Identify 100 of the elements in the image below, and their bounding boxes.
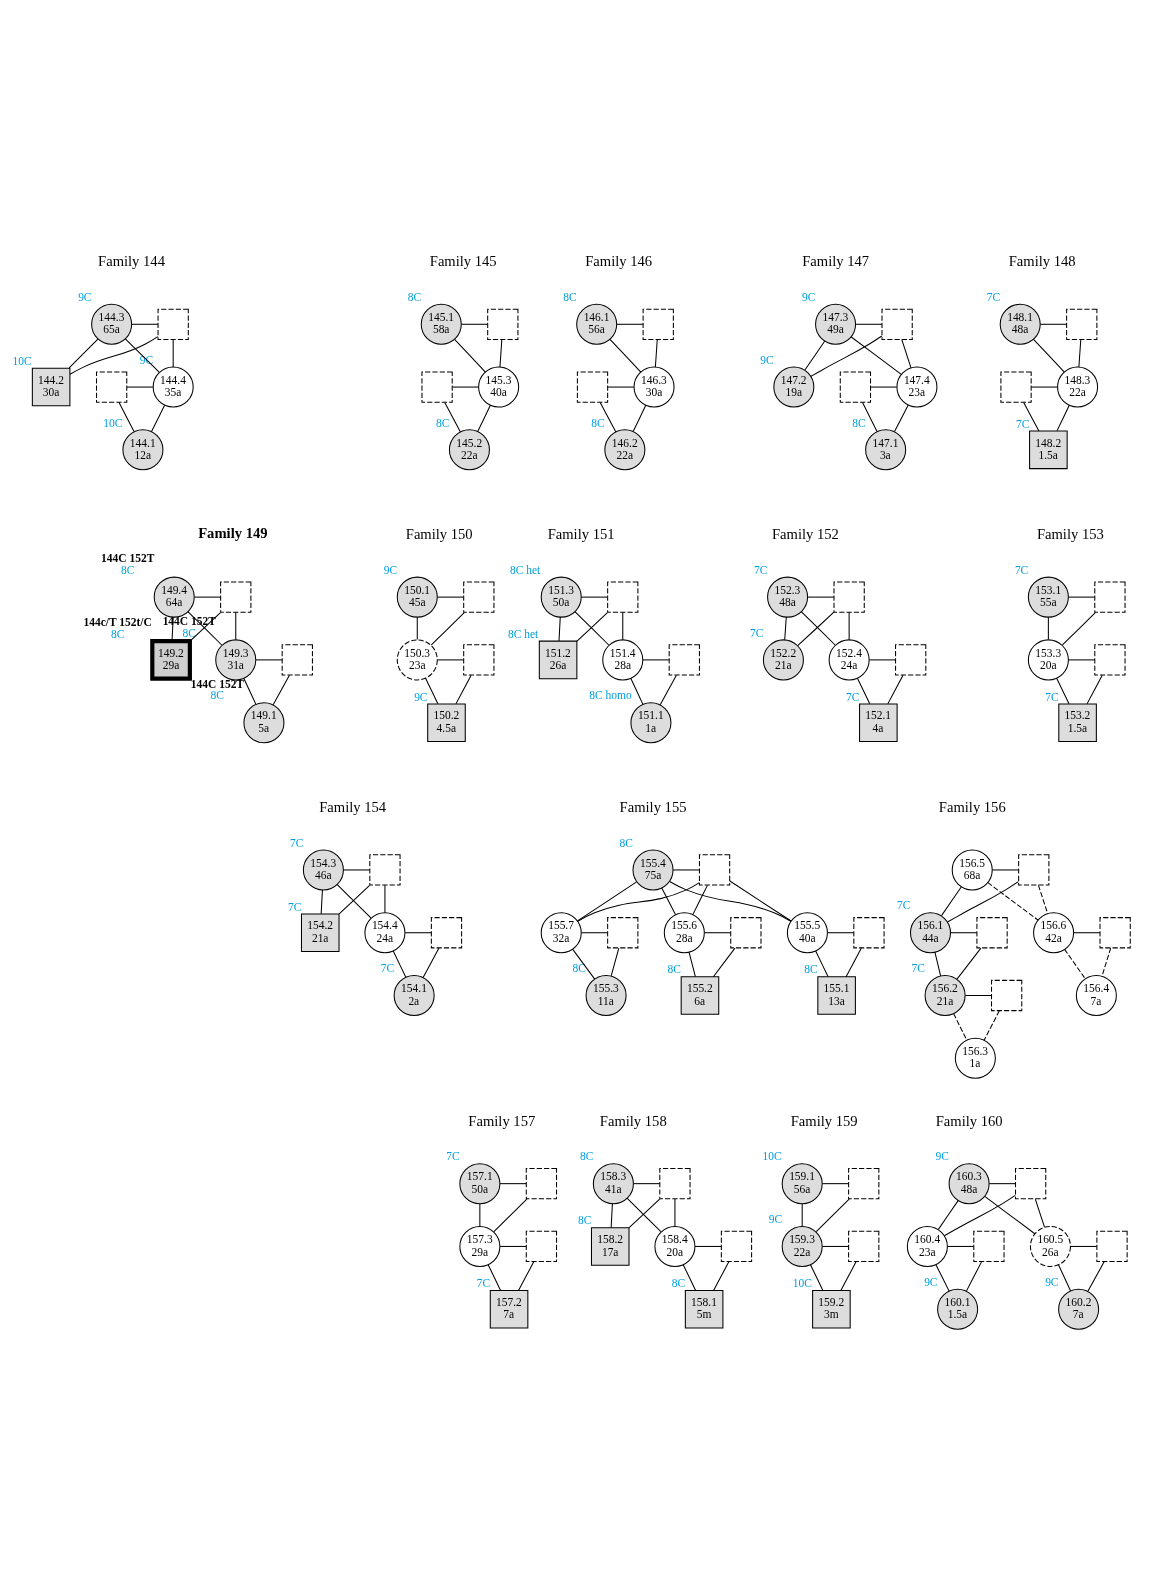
label: Family 149 (198, 525, 268, 542)
node-box: 153.2 1.5a (1058, 703, 1097, 742)
connector (704, 932, 732, 934)
node-circle: 147.3 49a (815, 303, 857, 345)
connector (69, 336, 159, 375)
node-box (487, 308, 519, 340)
node-label: 8C (572, 962, 586, 975)
label: Family 148 (1008, 253, 1076, 270)
node-box (1066, 308, 1098, 340)
node-box (607, 917, 639, 949)
node-label: 7C (911, 962, 926, 975)
node-circle: 160.2 7a (1058, 1288, 1100, 1330)
node-box (1094, 581, 1126, 613)
connector (436, 659, 465, 661)
connector (983, 1010, 1000, 1041)
connector (956, 947, 982, 980)
node-label: 7C (846, 690, 860, 703)
node-box (853, 917, 885, 949)
node-label: 9C (383, 563, 398, 576)
node-label: 8C het (508, 627, 539, 640)
node-label: 8C (804, 963, 818, 976)
connector (1023, 401, 1040, 432)
node-box (698, 854, 731, 886)
node-box (1096, 1230, 1128, 1263)
connector (193, 596, 222, 598)
node-box: 155.1 13a (817, 976, 856, 1015)
connector (392, 950, 407, 978)
node-circle: 156.1 44a (909, 912, 951, 954)
node-label: 8C (120, 563, 135, 576)
connector (729, 880, 792, 922)
node-label: 8C (667, 963, 682, 976)
connector (870, 386, 898, 388)
connector (947, 1245, 975, 1247)
node-circle: 155.3 11a (585, 975, 627, 1017)
node-label: 8C (577, 1214, 592, 1227)
node-box (607, 581, 639, 613)
node-label: 9C (1045, 1275, 1059, 1288)
connector (713, 1261, 730, 1291)
connector (1037, 884, 1049, 914)
node-label: 8C (563, 291, 577, 304)
connector (654, 339, 658, 368)
connector (672, 869, 700, 871)
node-box (833, 581, 865, 613)
node-label: 9C (78, 291, 92, 304)
label: Family 157 (468, 1112, 536, 1129)
label: Family 156 (938, 799, 1006, 816)
node-label: 10C (792, 1277, 812, 1290)
node-circle: 157.3 29a (459, 1225, 501, 1267)
node-box (1099, 917, 1131, 949)
connector (937, 1200, 959, 1230)
connector (499, 1245, 527, 1247)
connector (518, 1261, 535, 1291)
node-box (848, 1168, 880, 1200)
node-box: 148.2 1.5a (1029, 430, 1068, 470)
node-label: 8C (579, 1150, 594, 1163)
connector (150, 404, 166, 433)
node-box (659, 1168, 691, 1200)
connector (659, 674, 677, 706)
node-label: 8C (182, 626, 196, 639)
node-box: 149.2 29a (150, 639, 192, 681)
connector (425, 677, 439, 705)
node-box (848, 1230, 880, 1263)
connector (946, 881, 1019, 923)
node-circle: 160.3 48a (948, 1163, 990, 1205)
node-circle: 155.7 32a (540, 912, 582, 954)
connector (272, 674, 290, 706)
connector (124, 338, 160, 373)
node-circle: 147.1 3a (865, 429, 907, 471)
node-label: 8C (619, 836, 633, 849)
connector (807, 596, 835, 598)
node-circle: 156.6 42a (1033, 912, 1075, 954)
connector (784, 616, 787, 641)
node-circle: 159.3 22a (781, 1225, 823, 1267)
node-circle: 160.4 23a (906, 1225, 948, 1267)
node-label: 144C 152T (101, 552, 155, 565)
node-circle: 156.3 1a (954, 1037, 996, 1079)
node-box: 152.1 4a (859, 703, 898, 742)
connector (1056, 404, 1070, 432)
node-label: 10C (12, 354, 32, 367)
connector (810, 335, 883, 377)
connector (804, 340, 826, 371)
connector (235, 612, 237, 641)
node-box: 158.1 5m (684, 1289, 724, 1329)
connector (935, 1264, 950, 1292)
connector (616, 323, 644, 325)
node-label: 7C (1045, 690, 1059, 703)
node-box (1018, 854, 1050, 886)
connector (862, 401, 878, 432)
node-box (525, 1168, 558, 1200)
label: Family 147 (802, 253, 870, 270)
node-label: 9C (924, 1275, 938, 1288)
node-circle: 155.5 40a (786, 912, 828, 954)
connector (1078, 339, 1082, 368)
node-circle: 160.1 1.5a (937, 1288, 979, 1330)
node-label: 9C (760, 353, 774, 366)
connector (1039, 323, 1068, 325)
node-circle: 156.4 7a (1075, 975, 1117, 1017)
node-box (991, 979, 1023, 1012)
connector (436, 596, 465, 598)
node-box (839, 371, 872, 403)
